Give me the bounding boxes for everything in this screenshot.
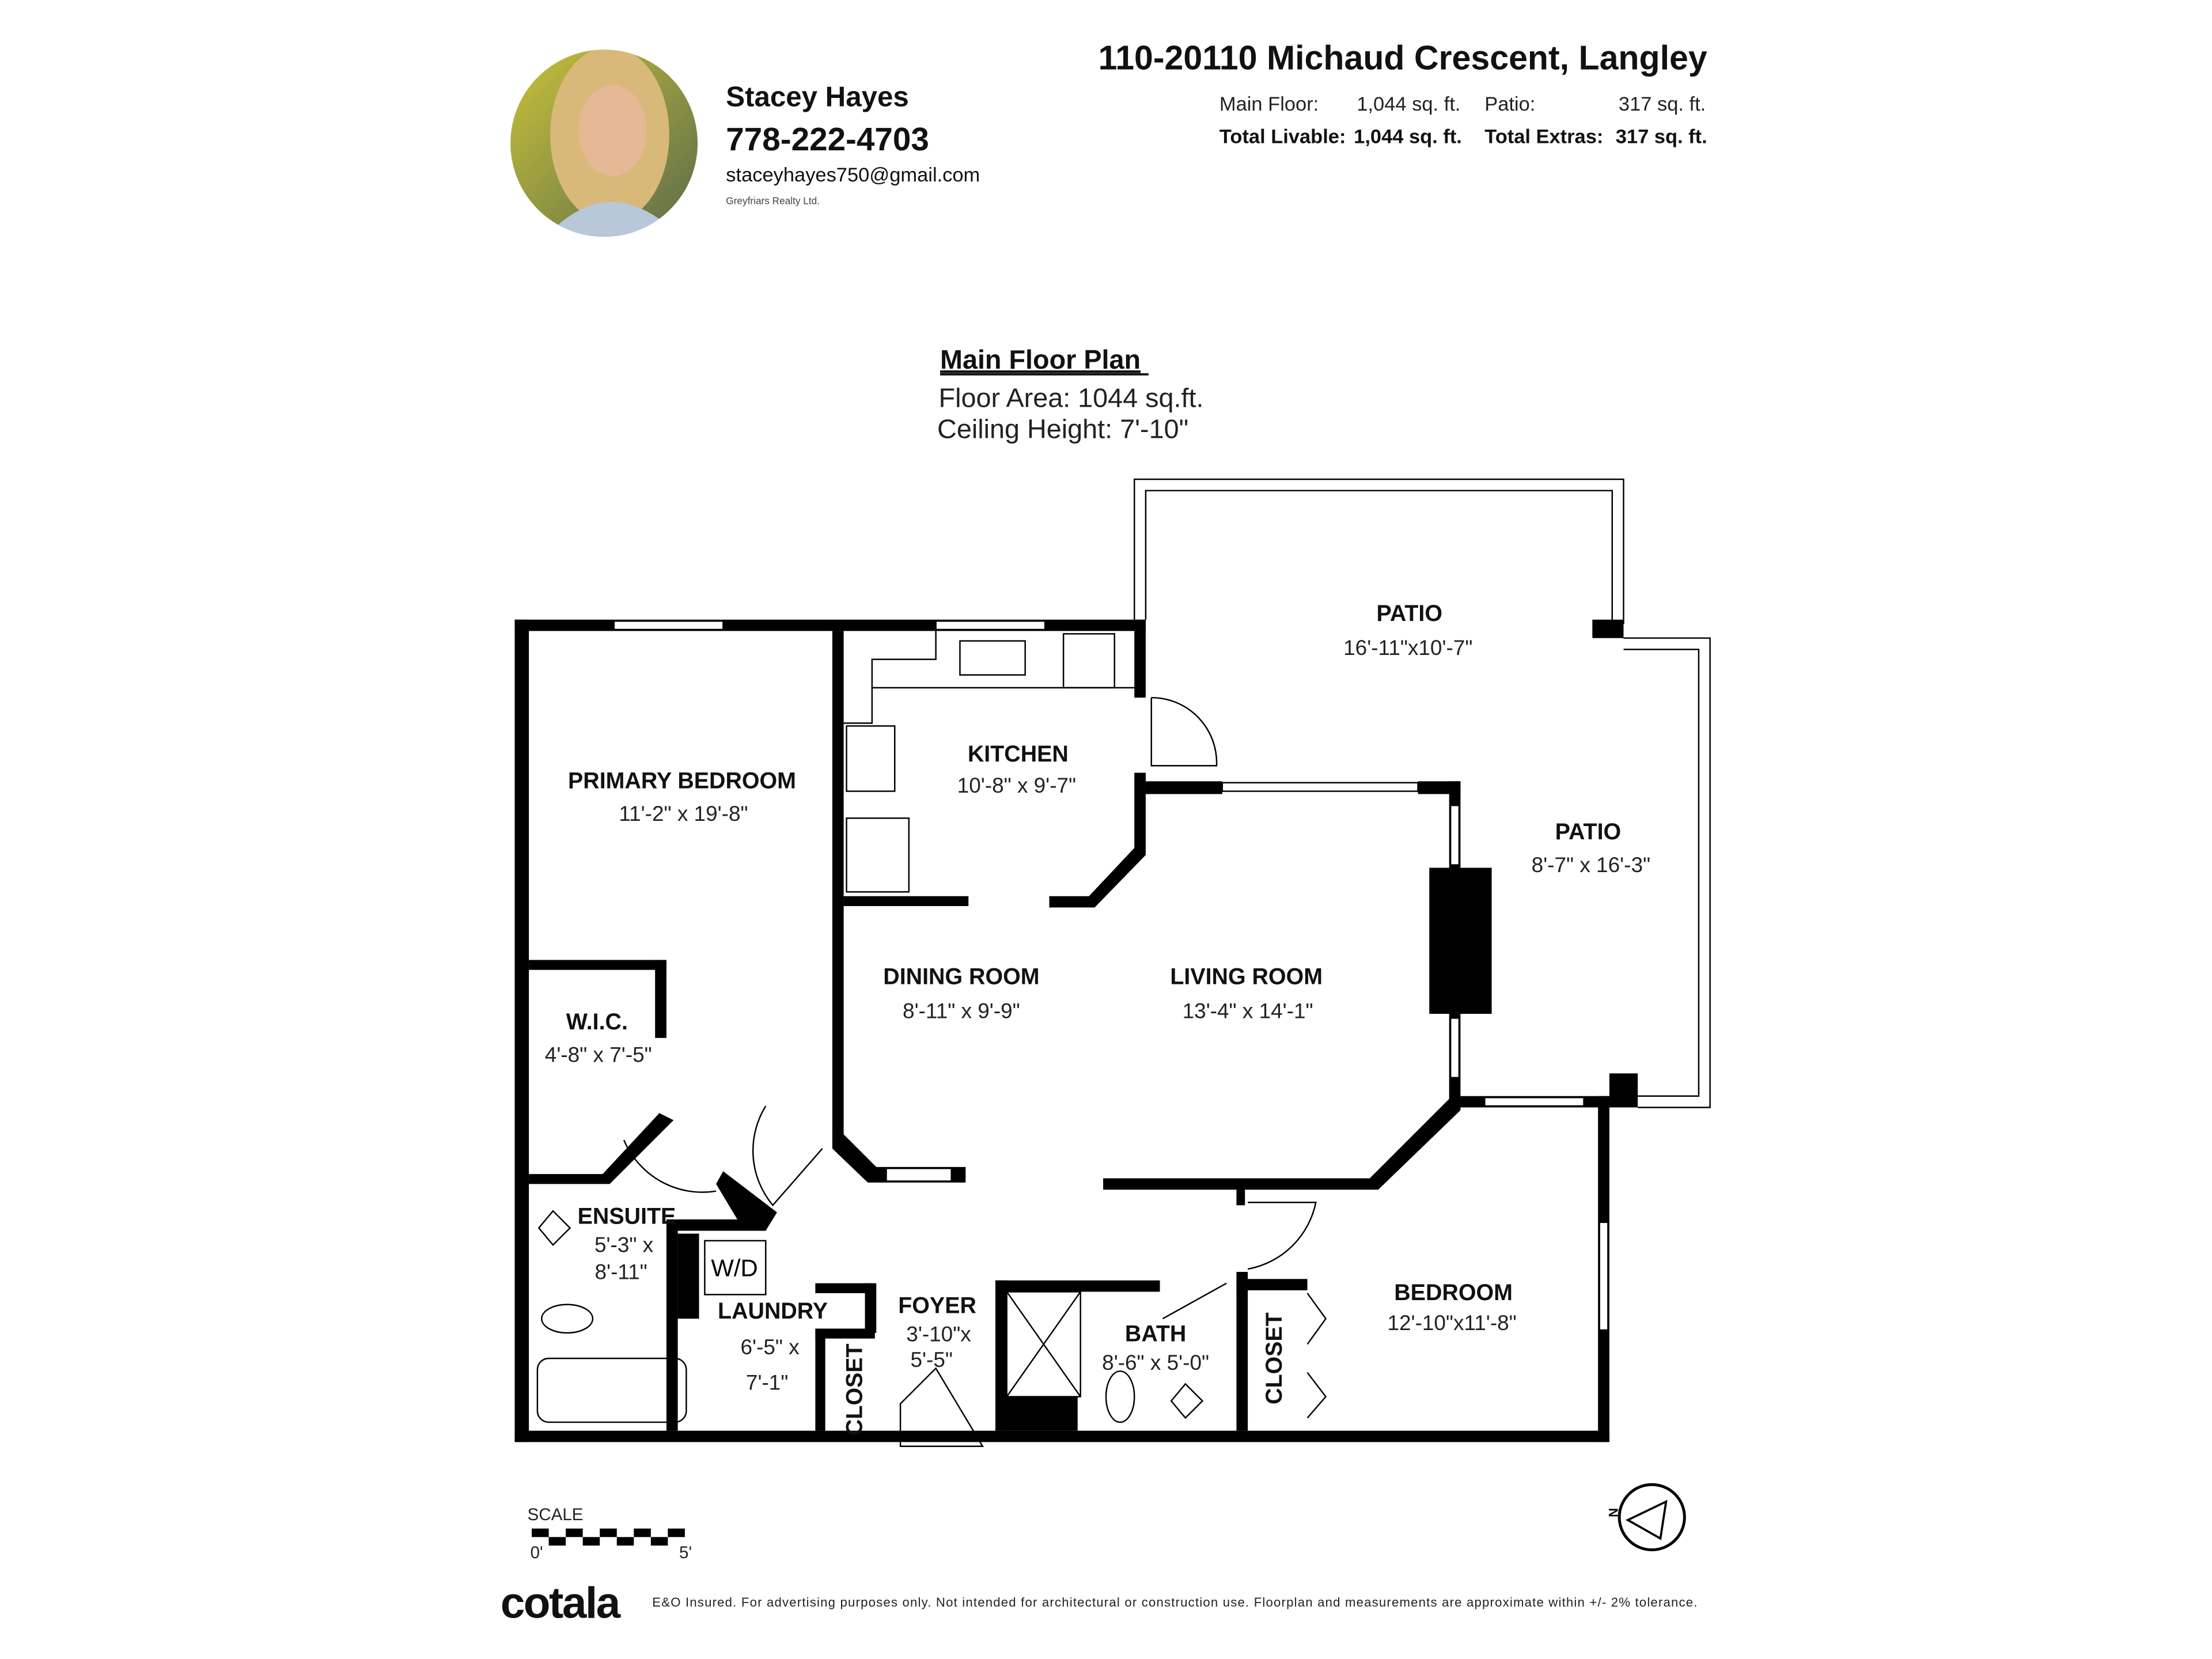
- property-address: 110-20110 Michaud Crescent, Langley: [1099, 39, 1707, 77]
- patio-outline: [1134, 478, 1711, 1108]
- disclaimer: E&O Insured. For advertising purposes on…: [652, 1595, 1697, 1609]
- room-labels: PATIO 16'-11"x10'-7" PATIO 8'-7" x 16'-3…: [545, 601, 1650, 1394]
- room-name: LIVING ROOM: [1170, 964, 1323, 989]
- room-name: BATH: [1125, 1321, 1186, 1347]
- patio-value: 317 sq. ft.: [1619, 93, 1706, 115]
- ceiling-height: Ceiling Height: 7'-10": [937, 414, 1188, 444]
- room-dims: 13'-4" x 14'-1": [1183, 999, 1313, 1022]
- room-name: LAUNDRY: [718, 1298, 828, 1324]
- agent-phone[interactable]: 778-222-4703: [726, 121, 929, 157]
- cotala-logo: cotala: [501, 1579, 621, 1628]
- total-extras-label: Total Extras:: [1484, 126, 1603, 148]
- room-dims: 8'-6" x 5'-0": [1102, 1351, 1209, 1374]
- room-name: BEDROOM: [1394, 1280, 1513, 1305]
- patio-label: Patio:: [1484, 93, 1535, 115]
- total-extras-value: 317 sq. ft.: [1616, 126, 1707, 148]
- washer-dryer-box: [704, 1240, 767, 1296]
- north-arrow-icon: [1618, 1483, 1686, 1551]
- room-name: KITCHEN: [968, 741, 1069, 767]
- washer-dryer-label: W/D: [711, 1254, 757, 1281]
- room-dims: 12'-10"x11'-8": [1387, 1311, 1516, 1335]
- scale-end: 5': [679, 1543, 692, 1562]
- main-floor-value: 1,044 sq. ft.: [1357, 93, 1460, 115]
- room-dims: 10'-8" x 9'-7": [957, 774, 1076, 797]
- room-dims: 3'-10"x: [906, 1323, 971, 1346]
- floor-area: Floor Area: 1044 sq.ft.: [939, 382, 1204, 412]
- room-name: PATIO: [1555, 819, 1621, 844]
- windows: [613, 620, 1609, 1331]
- room-name: PRIMARY BEDROOM: [568, 768, 796, 794]
- scale-label: SCALE: [528, 1505, 584, 1524]
- room-dims: 8'-11": [595, 1260, 647, 1283]
- room-name: FOYER: [898, 1293, 976, 1318]
- room-dims: 6'-5" x: [741, 1335, 800, 1359]
- room-dims: 4'-8" x 7'-5": [545, 1043, 652, 1067]
- room-dims: 5'-5": [910, 1348, 953, 1372]
- main-floor-label: Main Floor:: [1219, 93, 1319, 115]
- scale-bar: [532, 1528, 685, 1546]
- room-name: W.I.C.: [566, 1009, 628, 1035]
- agent-brokerage: Greyfriars Realty Ltd.: [726, 195, 820, 206]
- closet-label: CLOSET: [842, 1343, 868, 1435]
- agent-email[interactable]: staceyhayes750@gmail.com: [726, 164, 980, 186]
- fireplace-label: FP: [1440, 933, 1465, 955]
- room-dims: 16'-11"x10'-7": [1343, 636, 1472, 660]
- north-label: N: [1607, 1508, 1621, 1517]
- room-name: ENSUITE: [578, 1203, 676, 1229]
- agent-avatar: [510, 50, 698, 237]
- room-dims: 5'-3" x: [594, 1233, 654, 1257]
- room-dims: 8'-7" x 16'-3": [1532, 853, 1650, 877]
- room-dims: 7'-1": [746, 1370, 789, 1394]
- fixtures: [536, 631, 1476, 1447]
- total-livable-value: 1,044 sq. ft.: [1354, 126, 1462, 148]
- agent-name: Stacey Hayes: [726, 81, 908, 113]
- scale-start: 0': [531, 1543, 543, 1562]
- total-livable-label: Total Livable:: [1219, 126, 1346, 148]
- room-dims: 8'-11" x 9'-9": [903, 999, 1020, 1022]
- plan-title: Main Floor Plan: [940, 344, 1141, 374]
- room-dims: 11'-2" x 19'-8": [619, 802, 748, 825]
- room-name: DINING ROOM: [883, 964, 1039, 989]
- room-name: PATIO: [1377, 601, 1442, 626]
- closet-label: CLOSET: [1262, 1312, 1287, 1404]
